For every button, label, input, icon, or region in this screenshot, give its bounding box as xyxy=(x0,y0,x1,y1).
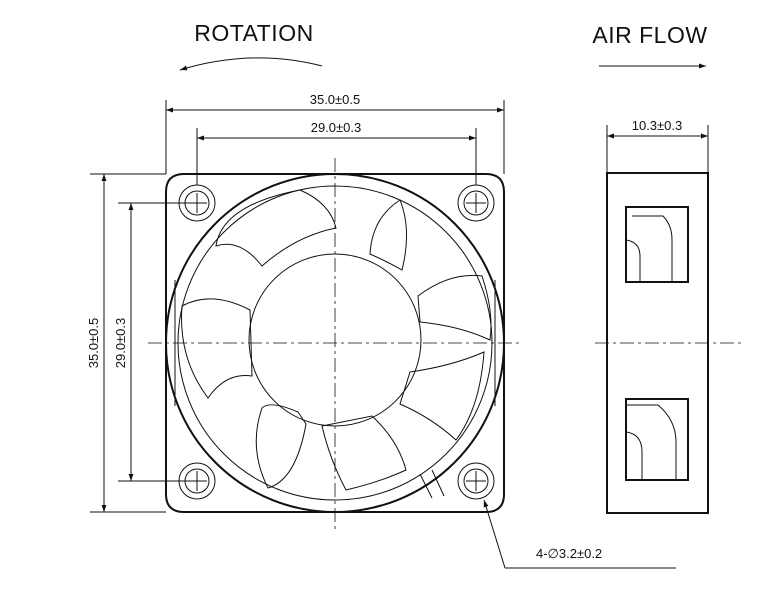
dim-mount-holes: 4-∅3.2±0.2 xyxy=(536,546,602,561)
rotation-label: ROTATION xyxy=(194,20,313,46)
fan-blades xyxy=(181,189,492,499)
fan-side-view xyxy=(595,172,742,514)
rotation-arrow xyxy=(179,57,323,71)
dim-thickness: 10.3±0.3 xyxy=(632,118,683,133)
dim-outer-width: 35.0±0.5 xyxy=(310,92,361,107)
fan-frame xyxy=(165,173,505,513)
fan-front-view xyxy=(148,158,522,530)
dim-hole-pitch-height: 29.0±0.3 xyxy=(113,318,128,369)
dim-outer-height: 35.0±0.5 xyxy=(86,318,101,369)
dim-hole-pitch-width: 29.0±0.3 xyxy=(311,120,362,135)
airflow-label: AIR FLOW xyxy=(592,22,707,48)
